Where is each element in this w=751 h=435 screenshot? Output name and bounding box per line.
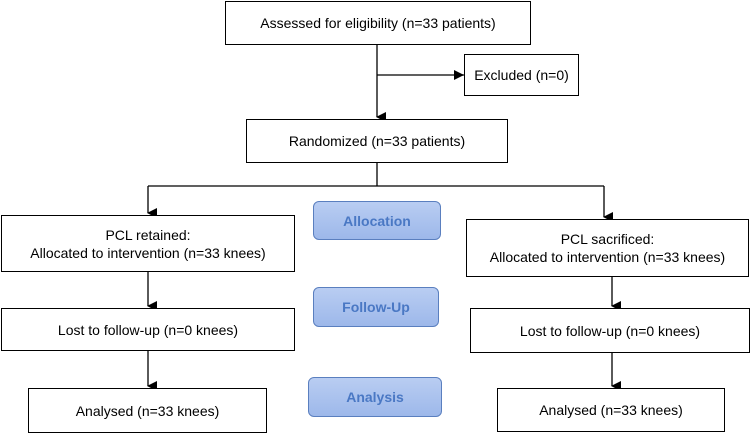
left-followup-box: Lost to follow-up (n=0 knees)	[1, 308, 295, 351]
stage-analysis: Analysis	[308, 377, 442, 417]
stage-analysis-label: Analysis	[346, 389, 404, 405]
left-followup-text: Lost to follow-up (n=0 knees)	[57, 321, 239, 338]
eligibility-box: Assessed for eligibility (n=33 patients)	[225, 1, 531, 45]
randomized-box: Randomized (n=33 patients)	[246, 119, 508, 163]
stage-allocation-label: Allocation	[343, 212, 411, 229]
left-analysis-box: Analysed (n=33 knees)	[28, 388, 267, 433]
right-allocation-line1: PCL sacrificed:	[560, 231, 655, 247]
right-analysis-text: Analysed (n=33 knees)	[539, 402, 683, 418]
right-allocation-box: PCL sacrificed: Allocated to interventio…	[466, 219, 749, 277]
right-allocation-line2: Allocated to intervention (n=33 knees)	[489, 249, 726, 265]
left-analysis-text: Analysed (n=33 knees)	[75, 402, 220, 419]
right-analysis-box: Analysed (n=33 knees)	[497, 388, 725, 432]
left-allocation-line2: Allocated to intervention (n=33 knees)	[30, 244, 266, 261]
right-followup-text: Lost to follow-up (n=0 knees)	[519, 322, 701, 339]
left-allocation-box: PCL retained: Allocated to intervention …	[1, 215, 295, 272]
excluded-box: Excluded (n=0)	[464, 54, 579, 96]
excluded-text: Excluded (n=0)	[474, 67, 569, 83]
randomized-text: Randomized (n=33 patients)	[288, 133, 466, 149]
right-followup-box: Lost to follow-up (n=0 knees)	[470, 308, 750, 353]
left-allocation-line1: PCL retained:	[105, 226, 191, 243]
stage-followup-label: Follow-Up	[342, 299, 410, 315]
eligibility-text: Assessed for eligibility (n=33 patients)	[260, 15, 496, 31]
stage-allocation: Allocation	[313, 201, 441, 240]
stage-followup: Follow-Up	[313, 287, 439, 327]
